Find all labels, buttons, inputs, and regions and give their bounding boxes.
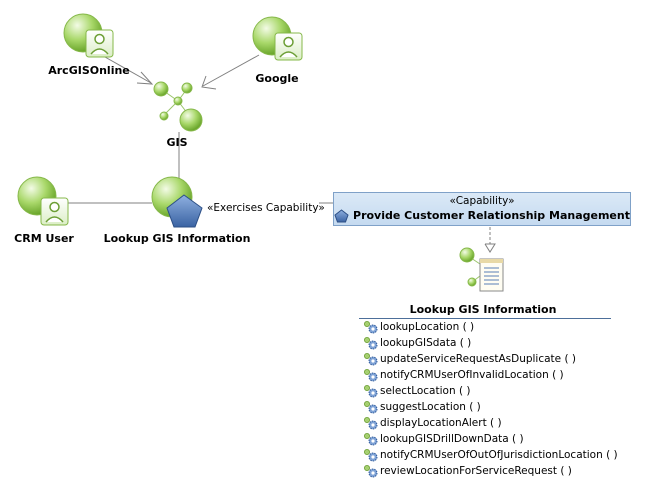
operation-label: notifyCRMUserOfOutOfJurisdictionLocation…	[380, 449, 618, 461]
operation-label: suggestLocation ( )	[380, 401, 481, 413]
operation-item[interactable]: displayLocationAlert ( )	[359, 415, 611, 431]
operation-gear-icon	[364, 337, 378, 350]
operation-item[interactable]: notifyCRMUserOfOutOfJurisdictionLocation…	[359, 447, 618, 463]
operation-item[interactable]: lookupGISdata ( )	[359, 335, 611, 351]
operation-label: lookupGISDrillDownData ( )	[380, 433, 524, 445]
actor-crm-user-icon[interactable]	[17, 176, 69, 226]
operation-item[interactable]: lookupGISDrillDownData ( )	[359, 431, 611, 447]
actor-crm-user-label: CRM User	[14, 232, 74, 245]
operation-item[interactable]: lookupLocation ( )	[359, 319, 611, 335]
actor-arcgis-icon[interactable]	[63, 13, 114, 58]
realization-arrowhead	[484, 243, 496, 253]
capability-name: Provide Customer Relationship Management	[353, 209, 630, 222]
use-case-label: Lookup GIS Information	[103, 232, 251, 245]
operation-label: notifyCRMUserOfInvalidLocation ( )	[380, 369, 564, 381]
operation-label: reviewLocationForServiceRequest ( )	[380, 465, 572, 477]
use-case-icon[interactable]	[151, 176, 203, 228]
operation-gear-icon	[364, 353, 378, 366]
operation-gear-icon	[364, 449, 378, 462]
operation-gear-icon	[364, 433, 378, 446]
operation-item[interactable]: updateServiceRequestAsDuplicate ( )	[359, 351, 611, 367]
operation-item[interactable]: suggestLocation ( )	[359, 399, 611, 415]
operation-label: displayLocationAlert ( )	[380, 417, 502, 429]
operation-label: lookupLocation ( )	[380, 321, 475, 333]
interface-class-name: Lookup GIS Information	[409, 303, 557, 316]
google-arrowhead	[201, 75, 217, 90]
exercises-capability-connector-label: «Exercises Capability»	[207, 202, 325, 214]
arcgis-arrowhead	[136, 71, 154, 85]
gis-component-icon[interactable]	[153, 81, 203, 132]
operation-gear-icon	[364, 465, 378, 478]
operation-gear-icon	[364, 369, 378, 382]
operations-list: lookupLocation ( ) lookupGISdata ( ) updat…	[359, 318, 618, 479]
operation-gear-icon	[364, 321, 378, 334]
operation-gear-icon	[364, 385, 378, 398]
operation-gear-icon	[364, 417, 378, 430]
operation-label: updateServiceRequestAsDuplicate ( )	[380, 353, 576, 365]
actor-google-icon[interactable]	[252, 16, 303, 61]
operation-item[interactable]: selectLocation ( )	[359, 383, 611, 399]
operation-label: selectLocation ( )	[380, 385, 471, 397]
operation-item[interactable]: reviewLocationForServiceRequest ( )	[359, 463, 611, 479]
gis-component-label: GIS	[166, 136, 188, 149]
operation-gear-icon	[364, 401, 378, 414]
capability-box[interactable]: «Capability» Provide Customer Relationsh…	[333, 192, 631, 226]
actor-google-label: Google	[255, 72, 299, 85]
interface-class-icon[interactable]	[459, 247, 504, 292]
capability-pentagon-icon	[334, 208, 349, 222]
arcgis-to-gis-line	[104, 56, 152, 84]
capability-name-row: Provide Customer Relationship Management	[334, 208, 630, 223]
operation-item[interactable]: notifyCRMUserOfInvalidLocation ( )	[359, 367, 611, 383]
actor-arcgis-label: ArcGISOnline	[48, 64, 130, 77]
connectors	[60, 54, 496, 253]
google-to-gis-line	[202, 54, 260, 87]
operation-label: lookupGISdata ( )	[380, 337, 472, 349]
capability-stereotype: «Capability»	[449, 195, 515, 207]
